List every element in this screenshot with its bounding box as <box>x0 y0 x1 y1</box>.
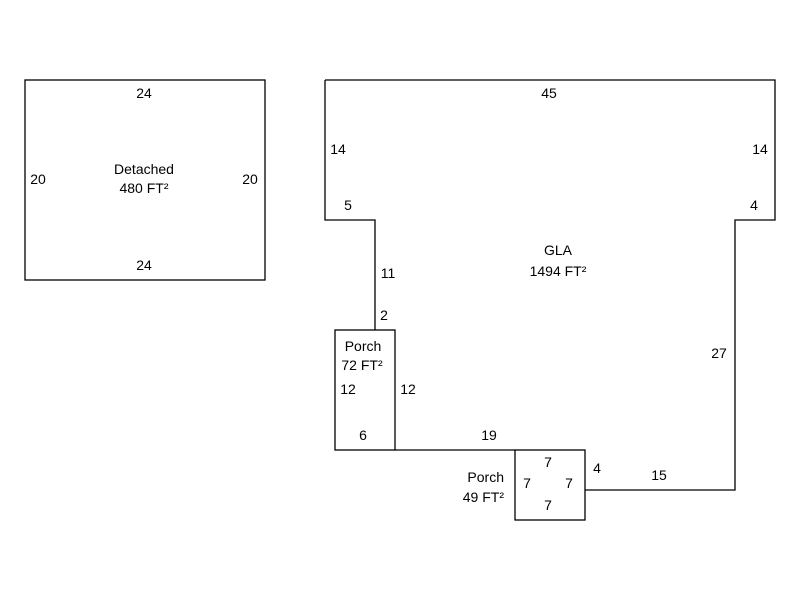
gla-dim-bottom-mid: 19 <box>481 427 497 443</box>
gla-area: 1494 FT² <box>530 263 587 279</box>
gla-outline-left <box>324 80 376 330</box>
gla-outline-right <box>325 79 776 491</box>
porch2-dim-bottom: 7 <box>544 497 552 513</box>
detached-dim-left: 20 <box>30 171 46 187</box>
porch2-area: 49 FT² <box>463 489 505 505</box>
gla-dim-left-upper: 14 <box>330 141 346 157</box>
porch1-outline <box>334 329 396 451</box>
gla-dim-porch-step: 4 <box>593 460 601 476</box>
porch1-dim-bottom: 6 <box>359 427 367 443</box>
gla-dim-bottom-right: 15 <box>651 467 667 483</box>
gla-dim-right-long: 27 <box>711 345 727 361</box>
detached-outline <box>24 79 266 281</box>
gla-dim-left-mid: 11 <box>381 265 396 281</box>
detached-area: 480 FT² <box>119 180 168 196</box>
porch2-outline <box>514 449 586 521</box>
porch2-dim-right: 7 <box>565 475 573 491</box>
gla-dim-top: 45 <box>541 85 557 101</box>
gla-dim-right-step: 4 <box>750 197 758 213</box>
porch2-label: Porch <box>467 469 504 485</box>
gla-dim-right-upper: 14 <box>752 141 768 157</box>
porch1-dim-right: 12 <box>400 381 416 397</box>
porch1-area: 72 FT² <box>341 357 383 373</box>
detached-dim-bottom: 24 <box>136 257 152 273</box>
porch2-dim-left: 7 <box>523 475 531 491</box>
porch1-dim-left: 12 <box>340 381 356 397</box>
gla-label: GLA <box>544 242 573 258</box>
porch1-label: Porch <box>345 338 382 354</box>
gla-dim-left-step: 5 <box>344 197 352 213</box>
detached-dim-right: 20 <box>242 171 258 187</box>
gla-dim-left-short: 2 <box>380 307 388 323</box>
detached-dim-top: 24 <box>136 85 152 101</box>
detached-label: Detached <box>114 161 174 177</box>
porch2-dim-top: 7 <box>544 454 552 470</box>
